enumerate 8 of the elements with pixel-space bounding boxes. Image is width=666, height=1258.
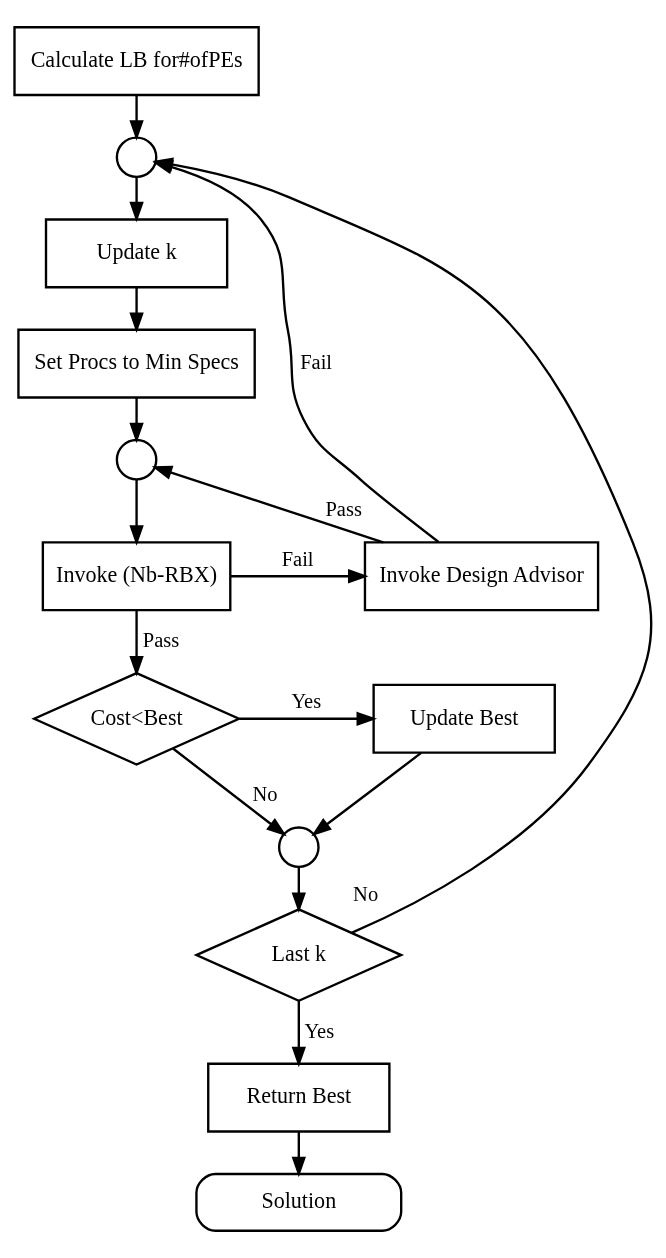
- edge-label: Yes: [304, 1019, 335, 1042]
- edge-label: Pass: [142, 628, 180, 651]
- edge-label: No: [353, 883, 379, 906]
- edge-label: No: [252, 783, 278, 806]
- edge-label: Pass: [325, 498, 362, 521]
- edge-label: Fail: [300, 350, 333, 373]
- edge-label: Yes: [291, 690, 322, 713]
- edge-label: Fail: [281, 547, 314, 570]
